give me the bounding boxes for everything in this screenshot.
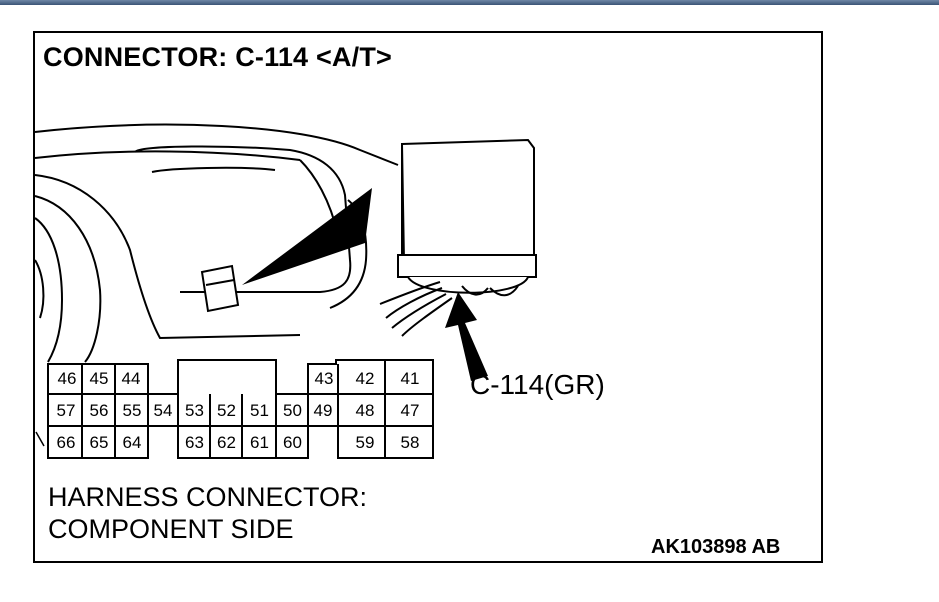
pin-65: 65 xyxy=(89,433,109,452)
pin-45: 45 xyxy=(89,369,109,388)
connector-callout-label: C-114(GR) xyxy=(470,369,605,400)
footer-caption: HARNESS CONNECTOR: COMPONENT SIDE xyxy=(48,482,367,546)
pin-62: 62 xyxy=(217,433,236,452)
pin-43: 43 xyxy=(314,369,334,388)
figure-code: AK103898 AB xyxy=(651,536,781,558)
dashboard-outline xyxy=(34,123,399,166)
pin-61: 61 xyxy=(250,433,269,452)
ecu-small xyxy=(200,264,240,313)
pin-59: 59 xyxy=(355,433,375,452)
pin-49: 49 xyxy=(313,401,333,420)
pin-44: 44 xyxy=(121,369,141,388)
pin-41: 41 xyxy=(400,369,420,388)
ecu-enlarged xyxy=(397,138,537,294)
pin-52: 52 xyxy=(217,401,236,420)
pin-56: 56 xyxy=(89,401,109,420)
pin-53: 53 xyxy=(185,401,204,420)
pin-55: 55 xyxy=(122,401,142,420)
steering-wheel-outline xyxy=(34,217,64,363)
pin-58: 58 xyxy=(400,433,420,452)
footer-line-2: COMPONENT SIDE xyxy=(48,513,294,544)
pin-47: 47 xyxy=(400,401,420,420)
footer-line-1: HARNESS CONNECTOR: xyxy=(48,482,368,512)
pin-64: 64 xyxy=(122,433,142,452)
pin-60: 60 xyxy=(283,433,302,452)
connector-title: CONNECTOR: C-114 <A/T> xyxy=(43,42,392,72)
connector-face xyxy=(47,359,434,459)
location-pointer xyxy=(242,188,372,285)
pin-63: 63 xyxy=(185,433,204,452)
pin-66: 66 xyxy=(56,433,76,452)
pin-51: 51 xyxy=(250,401,269,420)
diagram-frame xyxy=(33,31,823,563)
window-top-bar xyxy=(0,0,939,5)
pin-50: 50 xyxy=(283,401,302,420)
pin-46: 46 xyxy=(57,369,77,388)
callout-arrow xyxy=(445,292,488,381)
pin-48: 48 xyxy=(355,401,375,420)
pin-54: 54 xyxy=(153,401,173,420)
pin-57: 57 xyxy=(56,401,76,420)
pin-42: 42 xyxy=(355,369,375,388)
harness-wires xyxy=(379,281,519,337)
